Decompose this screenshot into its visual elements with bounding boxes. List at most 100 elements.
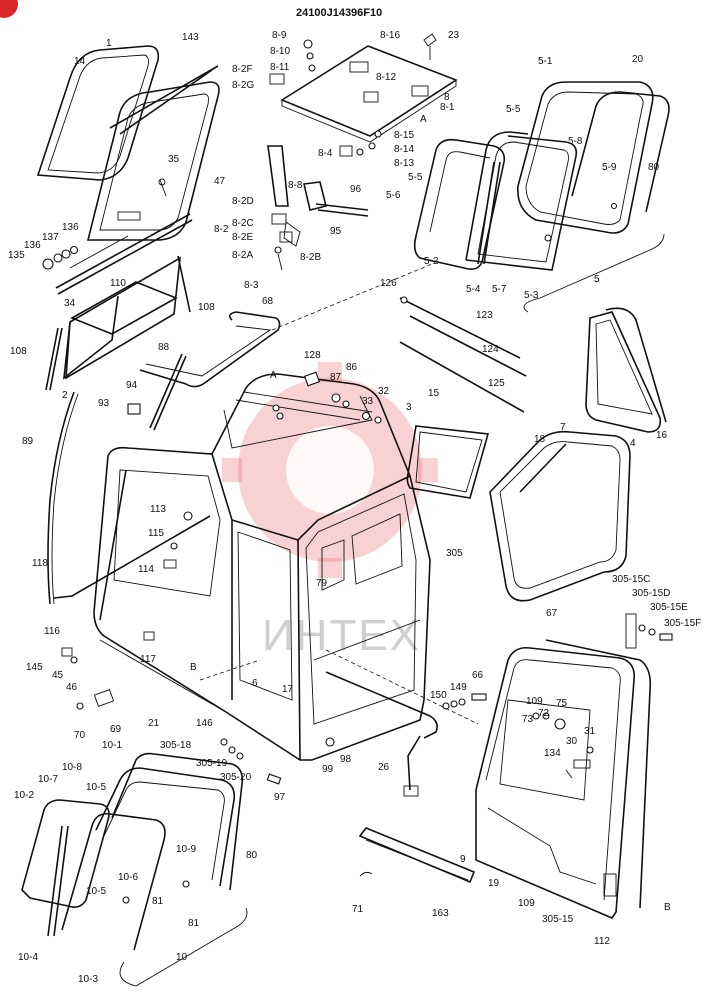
label-114: 114 bbox=[138, 564, 154, 575]
cab-door-9 bbox=[475, 639, 652, 919]
label-93: 93 bbox=[98, 398, 110, 409]
label-81b: 81 bbox=[188, 918, 200, 929]
label-8-12: 8-12 bbox=[376, 72, 396, 83]
watermark-gear-logo bbox=[222, 362, 438, 578]
label-34: 34 bbox=[64, 298, 76, 309]
rail-assembly bbox=[42, 213, 193, 295]
label-163: 163 bbox=[432, 908, 449, 919]
label-66: 66 bbox=[472, 670, 484, 681]
label-8: 8 bbox=[444, 92, 450, 103]
label-5-2: 5-2 bbox=[424, 256, 439, 267]
label-150: 150 bbox=[430, 690, 447, 701]
corner-badge bbox=[0, 0, 18, 18]
label-70: 70 bbox=[74, 730, 86, 741]
label-5-7: 5-7 bbox=[492, 284, 507, 295]
label-68: 68 bbox=[262, 296, 274, 307]
label-33: 33 bbox=[362, 396, 374, 407]
stay-rods bbox=[399, 296, 527, 413]
label-95: 95 bbox=[330, 226, 342, 237]
group-bracket-5 bbox=[523, 233, 665, 313]
label-88: 88 bbox=[158, 342, 170, 353]
label-112: 112 bbox=[594, 936, 610, 947]
label-5-8: 5-8 bbox=[568, 136, 583, 147]
label-10-5b: 10-5 bbox=[86, 886, 106, 897]
upper-window-assembly bbox=[36, 45, 220, 241]
label-10: 10 bbox=[176, 952, 188, 963]
label-8-2F: 8-2F bbox=[232, 64, 253, 75]
label-97: 97 bbox=[274, 792, 286, 803]
label-8-15: 8-15 bbox=[394, 130, 414, 141]
label-A-top: A bbox=[420, 114, 427, 125]
label-8-2: 8-2 bbox=[214, 224, 229, 235]
label-8-2B: 8-2B bbox=[300, 252, 321, 263]
label-8-16: 8-16 bbox=[380, 30, 400, 41]
label-71: 71 bbox=[352, 904, 364, 915]
label-32: 32 bbox=[378, 386, 390, 397]
label-46: 46 bbox=[66, 682, 78, 693]
door-window-10 bbox=[21, 752, 248, 987]
label-305: 305 bbox=[446, 548, 463, 559]
label-143: 143 bbox=[182, 32, 199, 43]
label-8-8: 8-8 bbox=[288, 180, 303, 191]
label-123: 123 bbox=[476, 310, 493, 321]
label-69: 69 bbox=[110, 724, 122, 735]
main-cab-frame bbox=[53, 373, 431, 761]
label-19: 19 bbox=[488, 878, 500, 889]
label-18: 18 bbox=[534, 434, 546, 445]
label-10-8: 10-8 bbox=[62, 762, 82, 773]
label-8-13: 8-13 bbox=[394, 158, 414, 169]
label-47: 47 bbox=[214, 176, 226, 187]
label-108b: 108 bbox=[10, 346, 27, 357]
label-5-5b: 5-5 bbox=[408, 172, 423, 183]
label-116: 116 bbox=[44, 626, 60, 637]
label-B-mid: B bbox=[190, 662, 197, 673]
label-8-1: 8-1 bbox=[440, 102, 455, 113]
label-305-15E: 305-15E bbox=[650, 602, 688, 613]
label-80b: 80 bbox=[246, 850, 258, 861]
part-labels: 1 14 143 8-9 8-16 23 8-10 8-2F 8-11 8-2G… bbox=[8, 30, 701, 985]
lower-glass-panel bbox=[45, 255, 191, 391]
label-45: 45 bbox=[52, 670, 64, 681]
label-10-7: 10-7 bbox=[38, 774, 58, 785]
label-6: 6 bbox=[252, 678, 258, 689]
label-81a: 81 bbox=[152, 896, 164, 907]
label-10-1: 10-1 bbox=[102, 740, 122, 751]
label-126: 126 bbox=[380, 278, 397, 289]
label-305-18: 305-18 bbox=[160, 740, 192, 751]
label-8-2D: 8-2D bbox=[232, 196, 254, 207]
label-128: 128 bbox=[304, 350, 321, 361]
label-94: 94 bbox=[126, 380, 138, 391]
label-10-2: 10-2 bbox=[14, 790, 34, 801]
label-9: 9 bbox=[460, 854, 466, 865]
label-125: 125 bbox=[488, 378, 505, 389]
lower-fasteners bbox=[61, 647, 335, 785]
label-96: 96 bbox=[350, 184, 362, 195]
label-136a: 136 bbox=[62, 222, 79, 233]
small-window-15 bbox=[406, 425, 490, 499]
label-8-4: 8-4 bbox=[318, 148, 333, 159]
label-8-11: 8-11 bbox=[270, 62, 290, 73]
label-26: 26 bbox=[378, 762, 390, 773]
label-5-1: 5-1 bbox=[538, 56, 553, 67]
label-8-3: 8-3 bbox=[244, 280, 259, 291]
label-135: 135 bbox=[8, 250, 25, 261]
label-16: 16 bbox=[656, 430, 668, 441]
label-5-9: 5-9 bbox=[602, 162, 617, 173]
door-sill-plate bbox=[358, 827, 476, 884]
label-108a: 108 bbox=[198, 302, 215, 313]
label-87: 87 bbox=[330, 372, 342, 383]
roof-plate-assembly bbox=[269, 33, 458, 157]
label-115: 115 bbox=[148, 528, 164, 539]
label-124: 124 bbox=[482, 344, 499, 355]
label-73: 73 bbox=[522, 714, 534, 725]
label-305-15: 305-15 bbox=[542, 914, 574, 925]
label-305-15D: 305-15D bbox=[632, 588, 670, 599]
label-4: 4 bbox=[630, 438, 636, 449]
label-79: 79 bbox=[316, 578, 328, 589]
label-8-2G: 8-2G bbox=[232, 80, 254, 91]
label-30: 30 bbox=[566, 736, 578, 747]
corner-window-4 bbox=[585, 307, 667, 433]
label-67: 67 bbox=[546, 608, 558, 619]
rear-window-7 bbox=[489, 430, 631, 602]
